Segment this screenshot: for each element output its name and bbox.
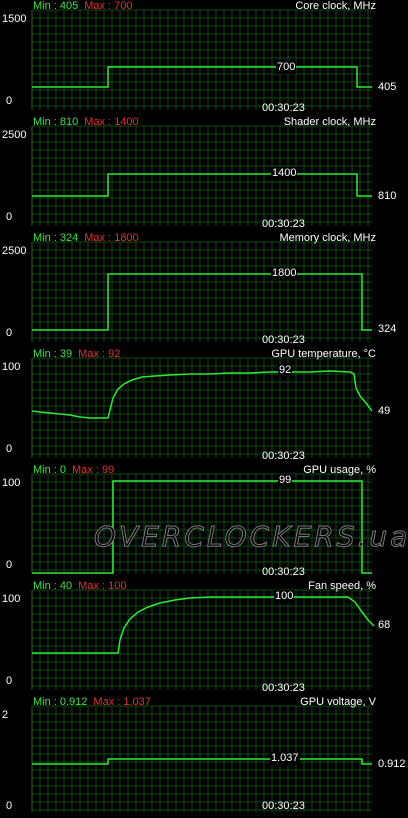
- peak-value: 1800: [271, 267, 298, 280]
- y-axis-bottom: 0: [6, 675, 13, 687]
- timestamp: 00:30:23: [262, 682, 305, 694]
- timestamp: 00:30:23: [262, 218, 305, 230]
- min-label: Min : 0.912: [33, 696, 88, 708]
- current-value: 68: [378, 619, 391, 631]
- max-label: Max : 92: [78, 348, 121, 360]
- y-axis-top: 2: [2, 709, 9, 721]
- y-axis-top: 1500: [2, 13, 27, 25]
- graph-gpu-usage: Min : 0 Max : 99 GPU usage, % 100 0 99 00…: [0, 464, 408, 580]
- min-label: Min : 405: [33, 0, 79, 12]
- graph-title: GPU voltage, V: [300, 696, 376, 708]
- timestamp: 00:30:23: [262, 450, 305, 462]
- min-label: Min : 0: [33, 464, 67, 476]
- max-label: Max : 100: [78, 580, 127, 592]
- graph-title: Shader clock, MHz: [283, 116, 376, 128]
- graph-gpu-temperature-plot: [31, 357, 373, 458]
- peak-value: 100: [274, 590, 295, 603]
- graph-title: Memory clock, MHz: [279, 232, 376, 244]
- graph-gpu-temperature: Min : 39 Max : 92 GPU temperature, °C 100…: [0, 348, 408, 464]
- gpu-temperature-curve: [31, 370, 373, 419]
- peak-value: 1.037: [270, 752, 300, 765]
- graph-title: Fan speed, %: [308, 580, 376, 592]
- current-value: 49: [378, 405, 391, 417]
- y-axis-top: 100: [2, 593, 21, 605]
- peak-value: 700: [276, 61, 297, 74]
- graph-gpu-usage-plot: [31, 473, 372, 574]
- min-label: Min : 39: [33, 348, 73, 360]
- graph-fan-speed-plot: [31, 589, 375, 690]
- graph-shader-clock: Min : 810 Max : 1400 Shader clock, MHz 25…: [0, 116, 408, 232]
- gpu-usage-curve: [32, 480, 372, 574]
- peak-value: 99: [278, 474, 293, 487]
- graph-core-clock-plot: [31, 9, 372, 110]
- y-axis-top: 100: [2, 477, 21, 489]
- y-axis-bottom: 0: [6, 211, 13, 223]
- y-axis-top: 2500: [2, 129, 27, 141]
- min-label: Min : 810: [33, 116, 79, 128]
- memory-clock-curve: [32, 273, 372, 331]
- timestamp: 00:30:23: [262, 102, 305, 114]
- timestamp: 00:30:23: [262, 566, 305, 578]
- current-value: 324: [378, 323, 397, 335]
- graph-fan-speed: Min : 40 Max : 100 Fan speed, % 100 0 100…: [0, 580, 408, 696]
- min-label: Min : 40: [33, 580, 73, 592]
- peak-value: 92: [278, 364, 293, 377]
- y-axis-bottom: 0: [6, 443, 13, 455]
- peak-value: 1400: [271, 167, 298, 180]
- y-axis-top: 100: [2, 361, 21, 373]
- graph-title: GPU temperature, °C: [271, 348, 376, 360]
- graph-title: Core clock, MHz: [295, 0, 376, 12]
- graph-memory-clock: Min : 324 Max : 1800 Memory clock, MHz 25…: [0, 232, 408, 348]
- y-axis-bottom: 0: [6, 559, 13, 571]
- max-label: Max : 1800: [84, 232, 139, 244]
- core-clock-curve: [32, 66, 372, 88]
- gpu-voltage-curve: [32, 758, 372, 765]
- y-axis-bottom: 0: [6, 95, 13, 107]
- max-label: Max : 1400: [84, 116, 139, 128]
- timestamp: 00:30:23: [262, 800, 305, 812]
- fan-speed-curve: [32, 596, 375, 654]
- max-label: Max : 700: [84, 0, 133, 12]
- y-axis-bottom: 0: [6, 800, 13, 812]
- watermark-logo: OVERCLOCKERS.ua: [93, 520, 408, 554]
- current-value: 0.912: [378, 758, 406, 770]
- graph-memory-clock-plot: [31, 241, 372, 342]
- shader-clock-curve: [32, 173, 372, 197]
- y-axis-bottom: 0: [6, 327, 13, 339]
- max-label: Max : 1.037: [93, 696, 151, 708]
- graph-title: GPU usage, %: [303, 464, 376, 476]
- current-value: 810: [378, 190, 397, 202]
- y-axis-top: 2500: [2, 245, 27, 257]
- min-label: Min : 324: [33, 232, 79, 244]
- max-label: Max : 99: [72, 464, 115, 476]
- graph-shader-clock-plot: [31, 125, 372, 226]
- current-value: 405: [378, 81, 397, 93]
- graph-gpu-voltage-plot: [31, 705, 372, 812]
- timestamp: 00:30:23: [262, 334, 305, 346]
